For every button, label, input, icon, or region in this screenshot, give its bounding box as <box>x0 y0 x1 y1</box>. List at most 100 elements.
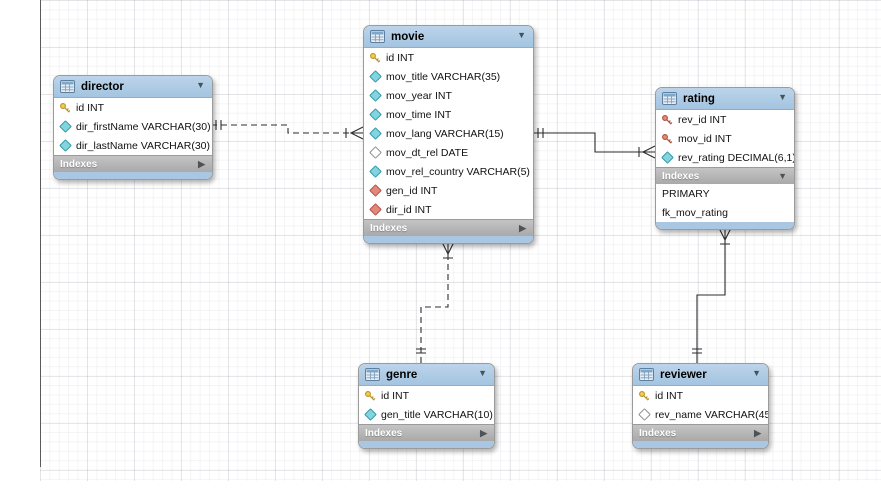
collapse-triangle-icon[interactable]: ▼ <box>478 368 487 378</box>
indexes-bar-rating[interactable]: Indexes ▼ <box>656 167 794 184</box>
column-label: id INT <box>76 101 105 114</box>
notnull-column-icon <box>363 408 377 421</box>
column-label: rev_id INT <box>678 113 727 126</box>
column-label: dir_firstName VARCHAR(30) <box>76 120 211 133</box>
column-row-reviewer[interactable]: id INT <box>633 386 768 405</box>
column-label: rev_rating DECIMAL(6,1) <box>678 151 795 164</box>
column-label: mov_rel_country VARCHAR(5) <box>386 165 530 178</box>
column-row-movie[interactable]: id INT <box>364 48 533 67</box>
column-label: mov_year INT <box>386 89 452 102</box>
table-icon <box>365 368 380 381</box>
notnull-column-icon <box>660 151 674 164</box>
nullable-column-icon <box>637 408 651 421</box>
column-label: gen_title VARCHAR(10) <box>381 408 493 421</box>
notnull-column-icon <box>368 165 382 178</box>
notnull-column-icon <box>368 127 382 140</box>
primary-key-icon <box>370 52 381 63</box>
table-rating[interactable]: rating ▼ rev_id INT mov_id INT rev_ratin… <box>655 87 795 230</box>
column-row-movie[interactable]: mov_year INT <box>364 86 533 105</box>
column-row-rating[interactable]: rev_rating DECIMAL(6,1) <box>656 148 794 167</box>
collapse-triangle-icon[interactable]: ▼ <box>752 368 761 378</box>
column-label: mov_lang VARCHAR(15) <box>386 127 504 140</box>
notnull-column-icon <box>368 70 382 83</box>
collapse-triangle-icon[interactable]: ▼ <box>778 92 787 102</box>
column-row-director[interactable]: id INT <box>54 98 212 117</box>
collapse-triangle-icon[interactable]: ▼ <box>196 80 205 90</box>
column-row-genre[interactable]: gen_title VARCHAR(10) <box>359 405 494 424</box>
column-label: mov_title VARCHAR(35) <box>386 70 501 83</box>
column-row-movie[interactable]: mov_title VARCHAR(35) <box>364 67 533 86</box>
table-header-director[interactable]: director ▼ <box>54 76 212 98</box>
indexes-label: Indexes <box>662 170 700 182</box>
table-icon <box>639 368 654 381</box>
column-label: mov_dt_rel DATE <box>386 146 469 159</box>
notnull-column-icon <box>368 108 382 121</box>
indexes-bar-reviewer[interactable]: Indexes ▶ <box>633 424 768 441</box>
column-row-movie[interactable]: gen_id INT <box>364 181 533 200</box>
indexes-label: Indexes <box>370 222 408 234</box>
primary-foreign-key-icon <box>662 114 673 125</box>
table-reviewer[interactable]: reviewer ▼ id INT rev_name VARCHAR(45) I… <box>632 363 769 449</box>
foreign-key-icon <box>368 184 382 197</box>
table-title: rating <box>683 92 715 105</box>
column-row-movie[interactable]: dir_id INT <box>364 200 533 219</box>
column-label: mov_time INT <box>386 108 452 121</box>
column-label: mov_id INT <box>678 132 732 145</box>
column-label: id INT <box>386 51 415 64</box>
column-label: gen_id INT <box>386 184 438 197</box>
notnull-column-icon <box>368 89 382 102</box>
indexes-label: Indexes <box>639 427 677 439</box>
table-header-reviewer[interactable]: reviewer ▼ <box>633 364 768 386</box>
notnull-column-icon <box>58 120 72 133</box>
column-label: id INT <box>655 389 684 402</box>
indexes-label: Indexes <box>60 158 98 170</box>
index-name: fk_mov_rating <box>662 206 728 219</box>
table-bottom-strip <box>54 172 212 179</box>
triangle-down-icon[interactable]: ▼ <box>778 171 787 181</box>
nullable-column-icon <box>368 146 382 159</box>
primary-key-icon <box>365 390 376 401</box>
page-boundary-line <box>40 0 41 467</box>
table-genre[interactable]: genre ▼ id INT gen_title VARCHAR(10) Ind… <box>358 363 495 449</box>
table-movie[interactable]: movie ▼ id INT mov_title VARCHAR(35) mov… <box>363 25 534 244</box>
primary-key-icon <box>639 390 650 401</box>
triangle-right-icon[interactable]: ▶ <box>754 428 761 438</box>
table-bottom-strip <box>633 441 768 448</box>
table-icon <box>662 92 677 105</box>
column-row-director[interactable]: dir_lastName VARCHAR(30) <box>54 136 212 155</box>
triangle-right-icon[interactable]: ▶ <box>519 223 526 233</box>
table-header-rating[interactable]: rating ▼ <box>656 88 794 110</box>
column-row-rating[interactable]: mov_id INT <box>656 129 794 148</box>
table-icon <box>60 80 75 93</box>
column-row-movie[interactable]: mov_dt_rel DATE <box>364 143 533 162</box>
column-row-genre[interactable]: id INT <box>359 386 494 405</box>
table-title: movie <box>391 30 425 43</box>
triangle-right-icon[interactable]: ▶ <box>198 159 205 169</box>
indexes-bar-movie[interactable]: Indexes ▶ <box>364 219 533 236</box>
indexes-label: Indexes <box>365 427 403 439</box>
table-header-movie[interactable]: movie ▼ <box>364 26 533 48</box>
column-row-rating[interactable]: rev_id INT <box>656 110 794 129</box>
index-row-rating[interactable]: PRIMARY <box>656 184 794 203</box>
table-title: director <box>81 80 124 93</box>
collapse-triangle-icon[interactable]: ▼ <box>517 30 526 40</box>
primary-key-icon <box>60 102 71 113</box>
table-bottom-strip <box>359 441 494 448</box>
index-row-rating[interactable]: fk_mov_rating <box>656 203 794 222</box>
table-bottom-strip <box>364 236 533 243</box>
column-label: dir_lastName VARCHAR(30) <box>76 139 211 152</box>
triangle-right-icon[interactable]: ▶ <box>480 428 487 438</box>
table-header-genre[interactable]: genre ▼ <box>359 364 494 386</box>
foreign-key-icon <box>368 203 382 216</box>
column-row-director[interactable]: dir_firstName VARCHAR(30) <box>54 117 212 136</box>
column-row-movie[interactable]: mov_time INT <box>364 105 533 124</box>
table-director[interactable]: director ▼ id INT dir_firstName VARCHAR(… <box>53 75 213 180</box>
indexes-bar-genre[interactable]: Indexes ▶ <box>359 424 494 441</box>
indexes-bar-director[interactable]: Indexes ▶ <box>54 155 212 172</box>
column-label: dir_id INT <box>386 203 432 216</box>
column-row-reviewer[interactable]: rev_name VARCHAR(45) <box>633 405 768 424</box>
column-row-movie[interactable]: mov_lang VARCHAR(15) <box>364 124 533 143</box>
column-label: id INT <box>381 389 410 402</box>
index-name: PRIMARY <box>662 187 710 200</box>
column-row-movie[interactable]: mov_rel_country VARCHAR(5) <box>364 162 533 181</box>
